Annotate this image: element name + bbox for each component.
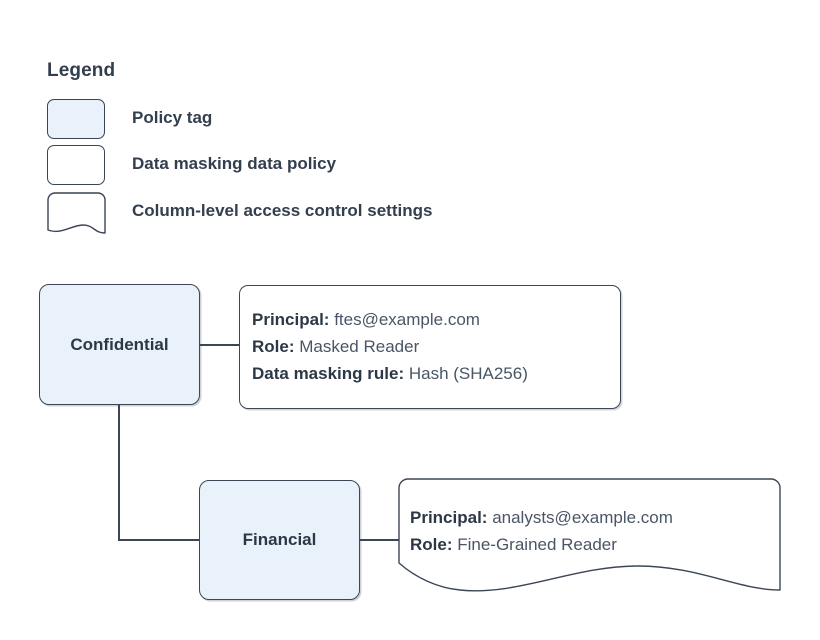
card-body: Principal: analysts@example.com Role: Fi…: [398, 478, 673, 558]
node-label: Confidential: [70, 334, 169, 354]
card-data-masking-policy[interactable]: Principal: ftes@example.com Role: Masked…: [239, 285, 621, 409]
edge-confidential-to-financial-vertical: [118, 405, 120, 540]
card-line-value: Hash (SHA256): [404, 364, 528, 383]
access-control-settings-swatch-icon: [47, 192, 106, 234]
legend-item-label: Column-level access control settings: [132, 201, 433, 220]
card-line-key: Data masking rule:: [252, 364, 405, 383]
card-line: Principal: ftes@example.com: [252, 306, 528, 333]
node-financial[interactable]: Financial: [199, 480, 360, 600]
card-line-value: analysts@example.com: [487, 508, 673, 527]
card-line-value: ftes@example.com: [329, 310, 480, 329]
card-line: Role: Fine-Grained Reader: [410, 531, 673, 558]
legend-item-label: Policy tag: [132, 108, 213, 127]
card-line-value: Fine-Grained Reader: [452, 535, 617, 554]
edge-confidential-to-masking-policy: [200, 344, 239, 346]
policy-tag-swatch-icon: [47, 99, 105, 139]
node-label: Financial: [242, 530, 317, 549]
legend-title: Legend: [47, 60, 116, 81]
legend-item-label: Data masking data policy: [132, 154, 337, 173]
card-line-value: Masked Reader: [294, 337, 420, 356]
node-confidential[interactable]: Confidential: [39, 284, 200, 405]
card-line: Principal: analysts@example.com: [410, 504, 673, 531]
card-line-key: Role:: [252, 337, 295, 356]
card-access-control-settings[interactable]: Principal: analysts@example.com Role: Fi…: [398, 478, 781, 598]
card-line-key: Principal:: [410, 508, 488, 527]
card-line: Role: Masked Reader: [252, 333, 528, 360]
data-masking-policy-swatch-icon: [47, 145, 105, 185]
card-line-key: Role:: [410, 535, 453, 554]
edge-financial-to-access-control: [360, 539, 399, 541]
wavy-card-shape-icon: [398, 478, 781, 592]
card-line: Data masking rule: Hash (SHA256): [252, 360, 528, 387]
card-line-key: Principal:: [252, 310, 330, 329]
edge-confidential-to-financial-horizontal: [118, 539, 200, 541]
card-body: Principal: ftes@example.com Role: Masked…: [240, 286, 528, 387]
